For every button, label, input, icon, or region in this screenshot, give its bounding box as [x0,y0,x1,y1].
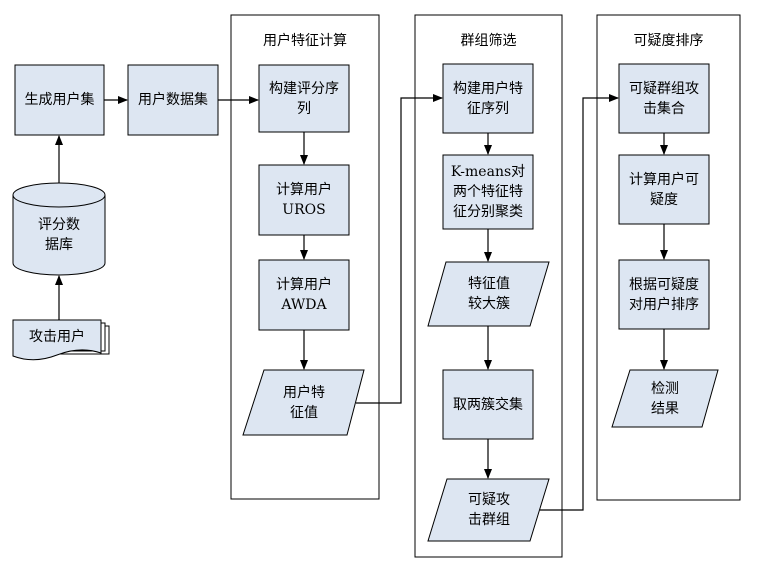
larger-cluster-parallelogram [427,261,550,327]
compute-uros-label: 计算用户 UROS [276,182,332,218]
compute-awda-box [258,259,350,331]
larger-cluster-label: 特征值 较大簇 [468,276,510,312]
panel-title-suspicion-rank: 可疑度排序 [633,33,704,49]
suspicious-set-label: 可疑群组攻 击集合 [629,80,699,117]
arrow-values-to-build-feature [356,94,443,404]
sort-users-label: 根据可疑度 对用户排序 [629,276,699,313]
compute-uros-box [258,164,350,236]
panel-title-group-filter: 群组筛选 [460,33,517,49]
panel-title-user-features: 用户特征计算 [263,33,347,49]
arrow-groups-to-suspicious-set [540,94,619,511]
feature-values-parallelogram [242,369,365,436]
kmeans-label: K-means对 两个特征特 征分别聚类 [450,164,526,220]
panel-suspicion-rank [596,14,741,501]
user-dataset-box [127,64,219,136]
kmeans-box [442,154,534,230]
generate-user-set-box [14,64,105,136]
rating-db-top [12,182,106,208]
intersect-label: 取两簇交集 [453,396,523,413]
build-feature-seq-box [442,63,534,134]
generate-user-set-label: 生成用户集 [24,92,95,108]
panel-user-features [230,14,380,500]
compute-suspicion-box [618,154,710,225]
build-feature-seq-label: 构建用户特 征序列 [453,80,523,117]
sort-users-box [618,259,710,330]
feature-values-label: 用户特 征值 [283,384,325,421]
results-parallelogram [611,369,719,428]
intersect-box [442,369,534,440]
rating-db-label: 评分数 据库 [38,217,80,253]
suspicious-set-box [618,63,710,134]
suspicious-groups-label: 可疑攻 击群组 [468,492,510,528]
attack-users-label: 攻击用户 [29,329,85,345]
results-label: 检测 结果 [651,380,679,417]
compute-awda-label: 计算用户 AWDA [276,277,332,313]
attack-users-doc [12,319,102,361]
user-dataset-label: 用户数据集 [138,92,208,108]
panel-group-filter [414,14,563,558]
build-sequence-box [258,64,350,133]
suspicious-groups-parallelogram [427,478,550,542]
compute-suspicion-label: 计算用户可 疑度 [629,171,699,208]
build-sequence-label: 构建评分序 列 [269,80,339,117]
